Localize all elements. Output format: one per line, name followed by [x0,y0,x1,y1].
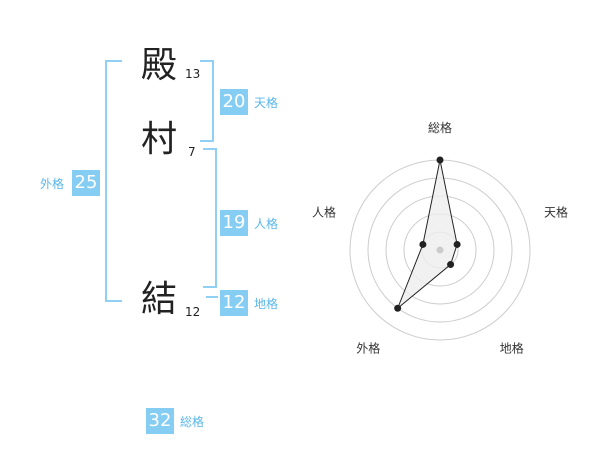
radar-point-5 [419,240,427,248]
tenkaku-bracket [200,60,214,142]
tenkaku-label: 天格 [254,96,279,110]
jinkaku-value: 19 [220,210,248,236]
radar-axis-label-5: 人格 [312,204,336,219]
radar-axis-label-2: 天格 [544,204,568,219]
chikaku-label: 地格 [254,297,279,311]
radar-axis-label-4: 外格 [356,341,380,356]
radar-point-2 [453,240,461,248]
radar-point-4 [394,304,402,312]
radar-axis-label-1: 総格 [428,120,452,135]
radar-axis-label-3: 地格 [500,341,524,356]
name-char-3: 結 [141,279,178,320]
chikaku-connector [206,296,218,298]
gaikaku-value: 25 [72,170,100,196]
gaikaku-bracket [105,60,122,302]
chikaku-value: 12 [220,290,248,316]
stroke-count-1: 13 [185,67,201,81]
radar-polygon [397,159,458,309]
soukaku-label: 総格 [180,415,205,429]
stroke-count-3: 12 [185,305,201,319]
name-char-2: 村 [141,119,178,160]
soukaku-value: 32 [146,408,174,434]
tenkaku-value: 20 [220,89,248,115]
jinkaku-label: 人格 [254,217,279,231]
radar-center-dot [436,246,444,254]
name-char-1: 殿 [141,45,178,86]
gaikaku-label: 外格 [40,177,65,191]
jinkaku-bracket [203,148,217,288]
radar-point-1 [436,156,444,164]
stroke-count-2: 7 [188,145,196,159]
radar-point-3 [447,261,455,269]
